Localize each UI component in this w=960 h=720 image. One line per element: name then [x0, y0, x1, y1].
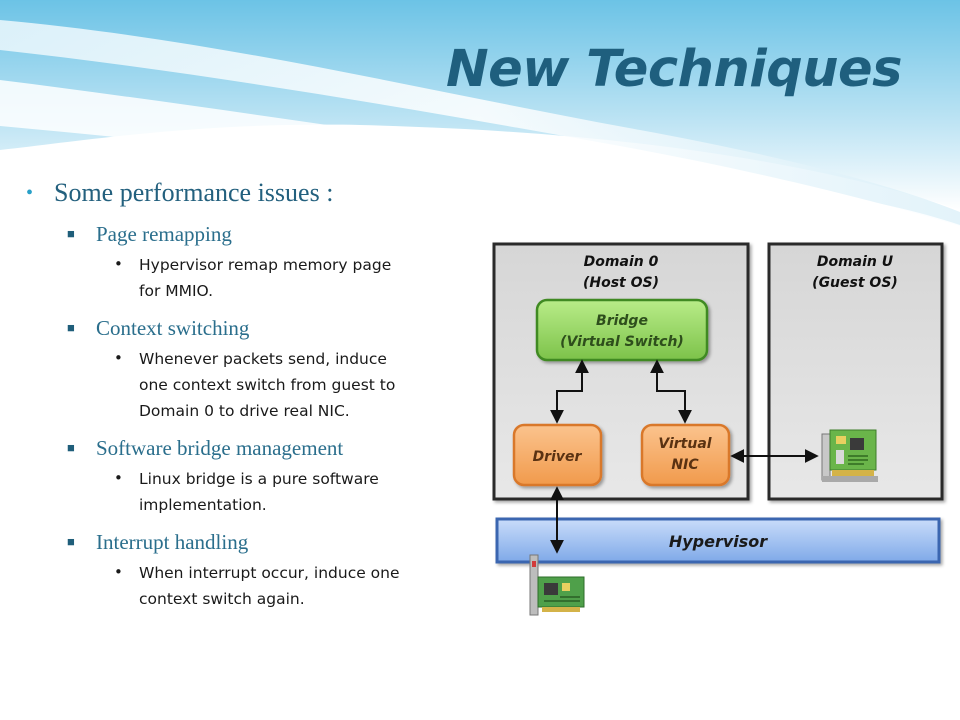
slide-title: New Techniques: [445, 40, 903, 99]
arrow-bridge-driver: [550, 359, 589, 424]
virtual-nic-subtitle: NIC: [671, 457, 699, 473]
section-label: Interrupt handling: [96, 530, 249, 554]
domainU-title: Domain U: [817, 254, 894, 270]
detail-page-remapping: • Hypervisor remap memory page for MMIO.: [26, 252, 476, 304]
detail-line: implementation.: [139, 496, 267, 514]
background-swoosh: [0, 0, 960, 240]
guest-nic-card-icon: [821, 429, 878, 482]
detail-software-bridge: • Linux bridge is a pure software implemen…: [26, 466, 476, 518]
detail-context-switching: • Whenever packets send, induce one contex…: [26, 346, 476, 424]
bullet-list: • Some performance issues : ■ Page remappi…: [26, 176, 476, 612]
bridge-subtitle: (Virtual Switch): [560, 334, 684, 350]
detail-line: Hypervisor remap memory page: [139, 256, 392, 274]
bridge-title: Bridge: [596, 313, 648, 329]
square-bullet-icon: ■: [67, 534, 75, 549]
bullet-dot-icon: •: [114, 563, 123, 581]
section-software-bridge: ■ Software bridge management: [26, 434, 476, 462]
section-label: Page remapping: [96, 222, 232, 246]
domainU-subtitle: (Guest OS): [812, 275, 898, 291]
section-context-switching: ■ Context switching: [26, 314, 476, 342]
square-bullet-icon: ■: [67, 320, 75, 335]
hypervisor-bar: Hypervisor: [495, 517, 941, 564]
section-interrupt-handling: ■ Interrupt handling: [26, 528, 476, 556]
driver-label: Driver: [533, 449, 583, 465]
detail-line: When interrupt occur, induce one: [139, 564, 400, 582]
domain0-subtitle: (Host OS): [583, 275, 659, 291]
section-page-remapping: ■ Page remapping: [26, 220, 476, 248]
square-bullet-icon: ■: [67, 226, 75, 241]
bullet-dot-icon: •: [114, 349, 123, 367]
connection-arrows: [550, 359, 819, 554]
square-bullet-icon: ■: [67, 440, 75, 455]
detail-line: one context switch from guest to: [139, 376, 396, 394]
section-label: Software bridge management: [96, 436, 344, 460]
physical-nic-card-icon: [529, 554, 585, 616]
hypervisor-label: Hypervisor: [669, 532, 768, 551]
domain0-title: Domain 0: [584, 254, 659, 270]
detail-line: for MMIO.: [139, 282, 214, 300]
virtual-nic-box: Virtual NIC: [640, 423, 731, 487]
detail-line: context switch again.: [139, 590, 305, 608]
bridge-box: Bridge (Virtual Switch): [535, 298, 709, 362]
section-label: Context switching: [96, 316, 250, 340]
detail-line: Domain 0 to drive real NIC.: [139, 402, 350, 420]
detail-line: Whenever packets send, induce: [139, 350, 387, 368]
detail-line: Linux bridge is a pure software: [139, 470, 379, 488]
bullet-heading: • Some performance issues :: [26, 176, 476, 210]
driver-box: Driver: [512, 423, 603, 487]
bullet-dot-icon: •: [114, 469, 123, 487]
bullet-dot-icon: •: [114, 255, 123, 273]
bullet-dot-icon: •: [26, 182, 34, 204]
virtual-nic-title: Virtual: [658, 436, 711, 452]
bullet-heading-text: Some performance issues :: [54, 178, 334, 207]
detail-interrupt-handling: • When interrupt occur, induce one context…: [26, 560, 476, 612]
arrow-bridge-vnic: [650, 359, 692, 424]
